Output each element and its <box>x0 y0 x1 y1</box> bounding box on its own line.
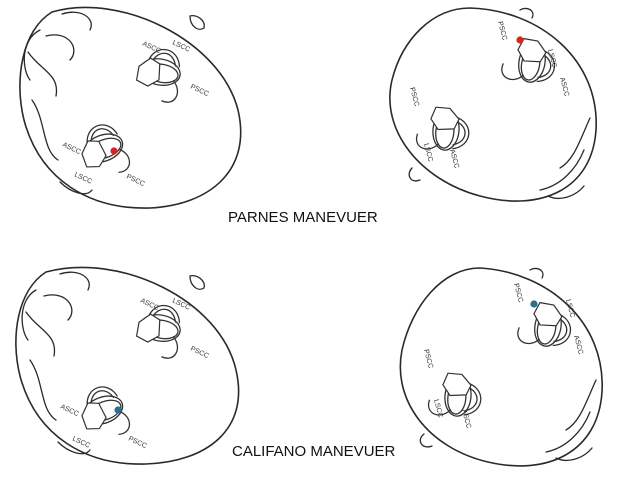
label-pscc: PSCC <box>422 349 434 370</box>
parnes-otolith-dot <box>516 36 524 44</box>
label-lscc: LSCC <box>546 49 558 69</box>
label-ascc: ASCC <box>448 149 460 170</box>
label-ascc: ASCC <box>572 335 584 356</box>
label-ascc: ASCC <box>558 77 570 98</box>
label-lscc: LSCC <box>432 399 444 419</box>
califano-head-left <box>15 266 240 465</box>
parnes-title: PARNES MANEVUER <box>228 209 378 226</box>
label-pscc: PSCC <box>408 87 420 108</box>
parnes-head-left <box>19 6 242 209</box>
parnes-head-right <box>389 7 597 202</box>
califano-otolith-dot <box>114 406 122 414</box>
label-pscc: PSCC <box>496 21 508 42</box>
parnes-otolith-dot <box>110 147 118 155</box>
califano-title: CALIFANO MANEVUER <box>232 443 396 460</box>
label-lscc: LSCC <box>422 143 434 163</box>
califano-head-right <box>399 267 603 467</box>
label-pscc: PSCC <box>512 283 524 304</box>
califano-otolith-dot <box>530 300 538 308</box>
label-lscc: LSCC <box>564 299 576 319</box>
label-ascc: ASCC <box>460 409 472 430</box>
